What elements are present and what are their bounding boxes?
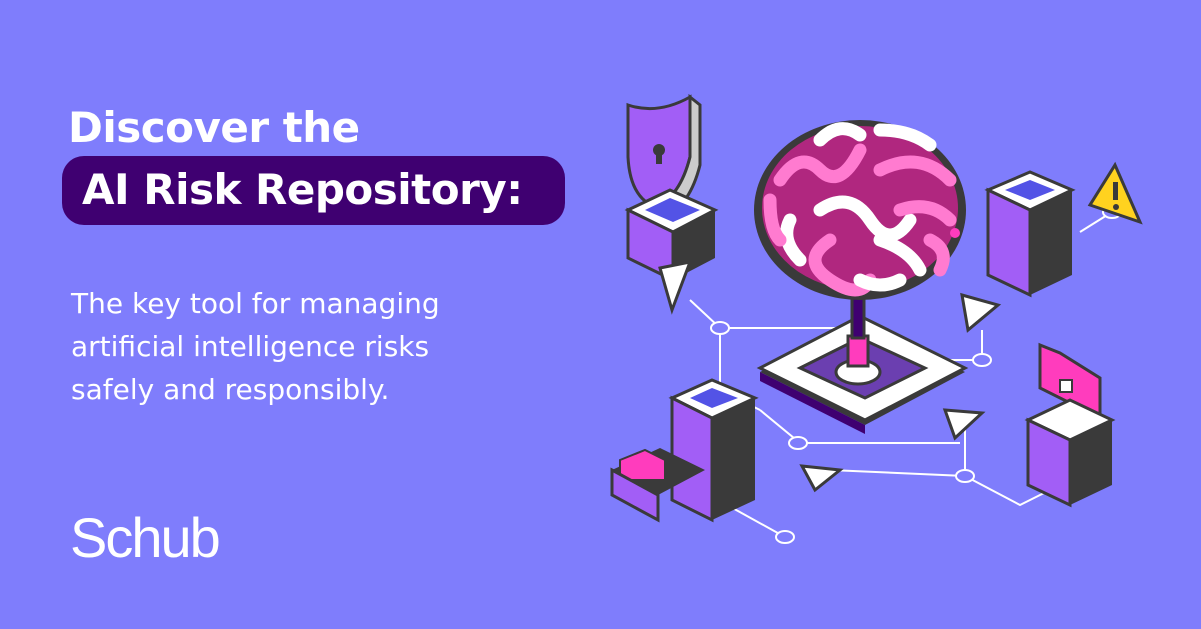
shield-lock-icon	[626, 93, 702, 219]
brain-pedestal-icon	[756, 288, 969, 434]
subtitle-line: artificial intelligence risks	[71, 330, 430, 363]
arrow-marker-icons	[658, 259, 1002, 493]
headline-line-2: AI Risk Repository:	[82, 165, 523, 214]
headline-line-1: Discover the	[68, 103, 360, 152]
file-drawer-icon	[610, 378, 759, 523]
warning-icon	[1087, 161, 1143, 225]
subtitle: The key tool for managing artificial int…	[71, 282, 551, 411]
subtitle-line: safely and responsibly.	[71, 373, 390, 406]
brain-icon	[754, 120, 966, 300]
server-icon	[984, 170, 1076, 298]
server-icon	[1024, 398, 1116, 508]
locked-folder-icon	[1038, 342, 1102, 421]
ai-risk-illustration	[610, 93, 1143, 544]
headline-highlight-pill	[62, 156, 565, 225]
subtitle-line: The key tool for managing	[71, 287, 440, 320]
server-icon	[624, 188, 719, 283]
schub-logo: Schub	[70, 506, 221, 569]
